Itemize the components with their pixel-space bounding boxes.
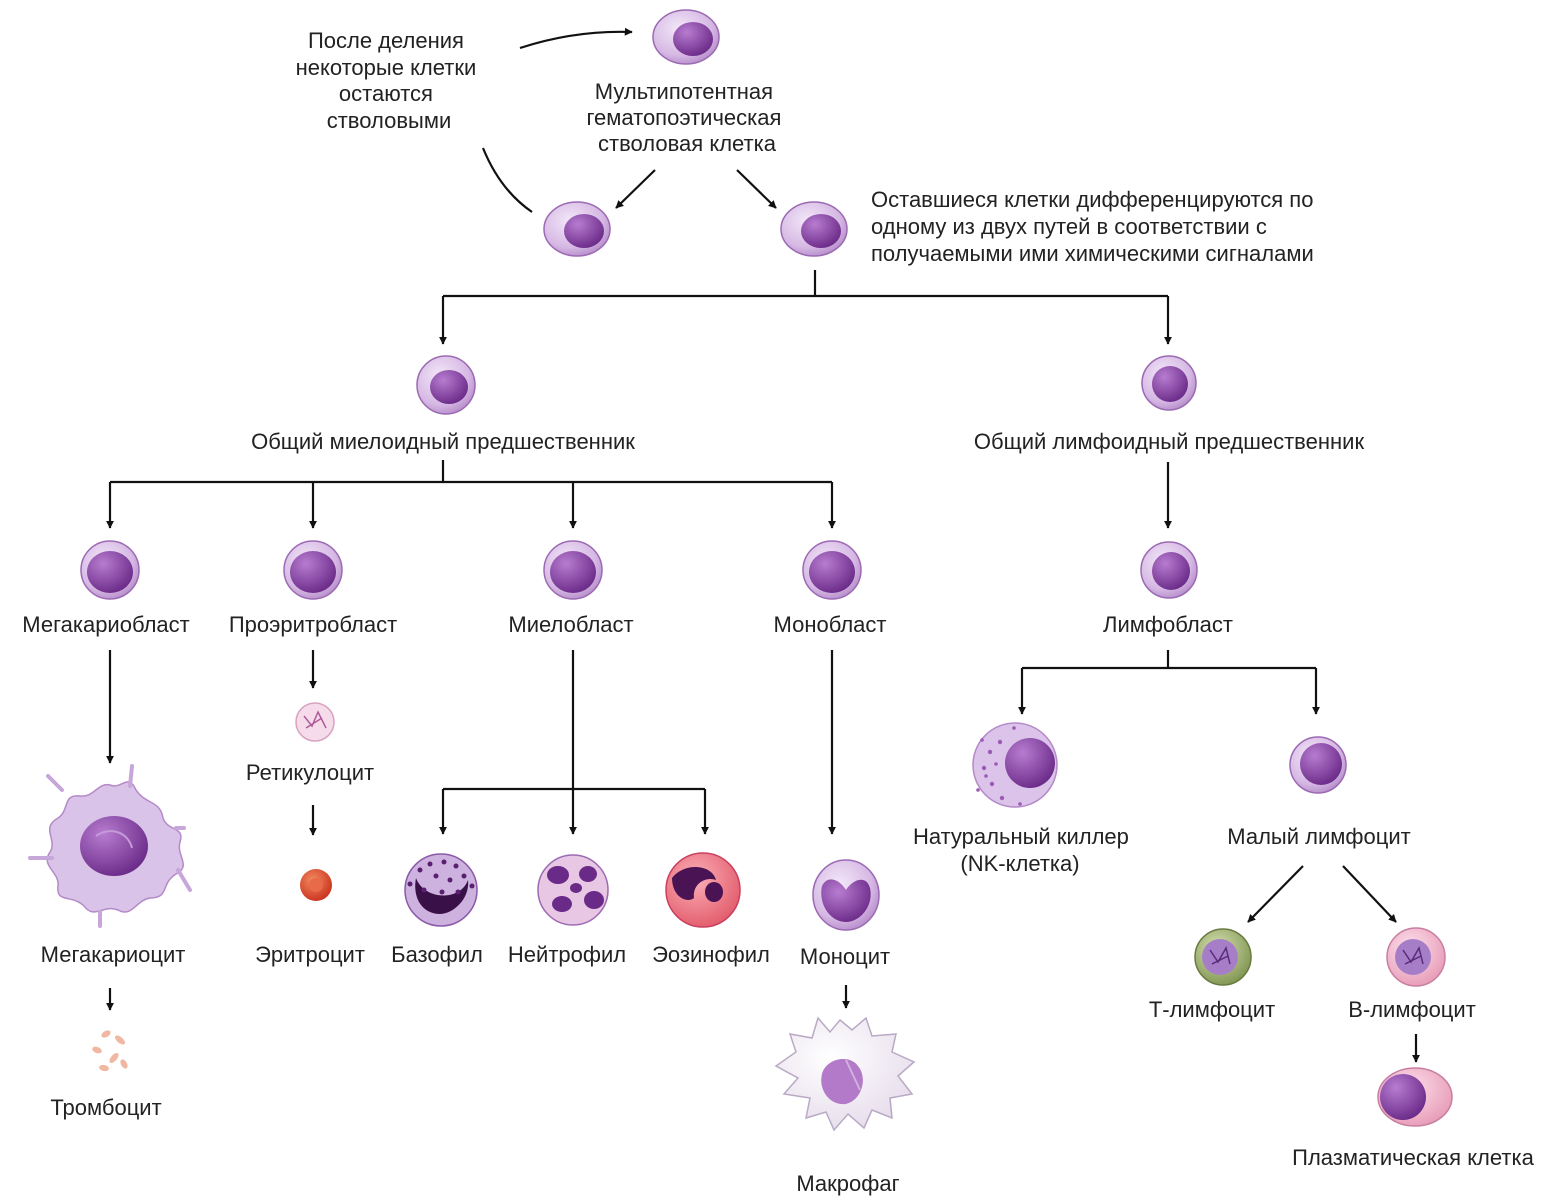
proerythroblast-label: Проэритробласт bbox=[229, 612, 397, 637]
reticulocyte-cell bbox=[295, 702, 335, 742]
myeloid-progenitor-label: Общий миелоидный предшественник bbox=[251, 429, 635, 454]
nk-cell bbox=[972, 722, 1058, 808]
self-renewal-curve bbox=[481, 147, 533, 213]
stem-cell-label: Мультипотентная гематопоэтическая стволо… bbox=[586, 79, 787, 156]
nk-cell-label: Натуральный киллер (NK-клетка) bbox=[913, 824, 1135, 876]
differentiation-note: Оставшиеся клетки дифференцируются по од… bbox=[871, 187, 1320, 266]
basophil-cell bbox=[404, 853, 478, 927]
to-t-lymphocyte-arrow bbox=[1247, 865, 1304, 923]
macrophage-cell bbox=[774, 1016, 916, 1132]
proerythroblast-cell bbox=[283, 540, 343, 600]
thrombocyte-label: Тромбоцит bbox=[50, 1095, 161, 1120]
basophil-label: Базофил bbox=[391, 942, 483, 967]
lymphoblast-cell bbox=[1140, 541, 1198, 599]
self-renewal-note: После деления некоторые клетки остаются … bbox=[296, 28, 483, 133]
t-lymphocyte-label: Т-лимфоцит bbox=[1149, 997, 1275, 1022]
labels: После деления некоторые клетки остаются … bbox=[22, 28, 1534, 1196]
to-b-lymphocyte-arrow bbox=[1342, 865, 1397, 923]
megakaryocyte-cell bbox=[28, 764, 192, 928]
b-lymphocyte-cell bbox=[1386, 927, 1446, 987]
stem-left-arrow bbox=[615, 169, 656, 209]
plasma-cell bbox=[1377, 1067, 1453, 1127]
daughter-stem-cell-right bbox=[780, 201, 848, 257]
macrophage-label: Макрофаг bbox=[796, 1171, 899, 1196]
neutrophil-label: Нейтрофил bbox=[508, 942, 626, 967]
lymphoblast-label: Лимфобласт bbox=[1103, 612, 1233, 637]
lymphoid-progenitor-label: Общий лимфоидный предшественник bbox=[974, 429, 1365, 454]
erythrocyte-label: Эритроцит bbox=[255, 942, 365, 967]
monocyte-label: Моноцит bbox=[800, 944, 890, 969]
stem-cell bbox=[652, 9, 720, 65]
megakaryoblast-label: Мегакариобласт bbox=[22, 612, 189, 637]
myeloblast-label: Миелобласт bbox=[508, 612, 633, 637]
myeloblast-cell bbox=[543, 540, 603, 600]
thrombocyte-cell bbox=[92, 1030, 128, 1072]
megakaryocyte-label: Мегакариоцит bbox=[41, 942, 186, 967]
plasma-cell-label: Плазматическая клетка bbox=[1292, 1145, 1534, 1170]
reticulocyte-label: Ретикулоцит bbox=[246, 760, 374, 785]
small-lymphocyte-cell bbox=[1289, 736, 1347, 794]
monocyte-cell bbox=[812, 859, 880, 931]
small-lymphocyte-label: Малый лимфоцит bbox=[1227, 824, 1410, 849]
stem-right-arrow bbox=[736, 169, 777, 209]
self-renewal-arrow bbox=[519, 27, 633, 50]
megakaryoblast-cell bbox=[80, 540, 140, 600]
monoblast-cell bbox=[802, 540, 862, 600]
t-lymphocyte-cell bbox=[1194, 928, 1252, 986]
connectors bbox=[106, 27, 1420, 1063]
monoblast-label: Монобласт bbox=[774, 612, 887, 637]
eosinophil-cell bbox=[665, 852, 741, 928]
neutrophil-cell bbox=[537, 854, 609, 926]
eosinophil-label: Эозинофил bbox=[652, 942, 770, 967]
lymphoid-progenitor-cell bbox=[1141, 355, 1197, 411]
erythrocyte-cell bbox=[300, 869, 332, 901]
daughter-stem-cell-left bbox=[543, 201, 611, 257]
b-lymphocyte-label: В-лимфоцит bbox=[1348, 997, 1476, 1022]
myeloid-progenitor-cell bbox=[416, 355, 476, 415]
